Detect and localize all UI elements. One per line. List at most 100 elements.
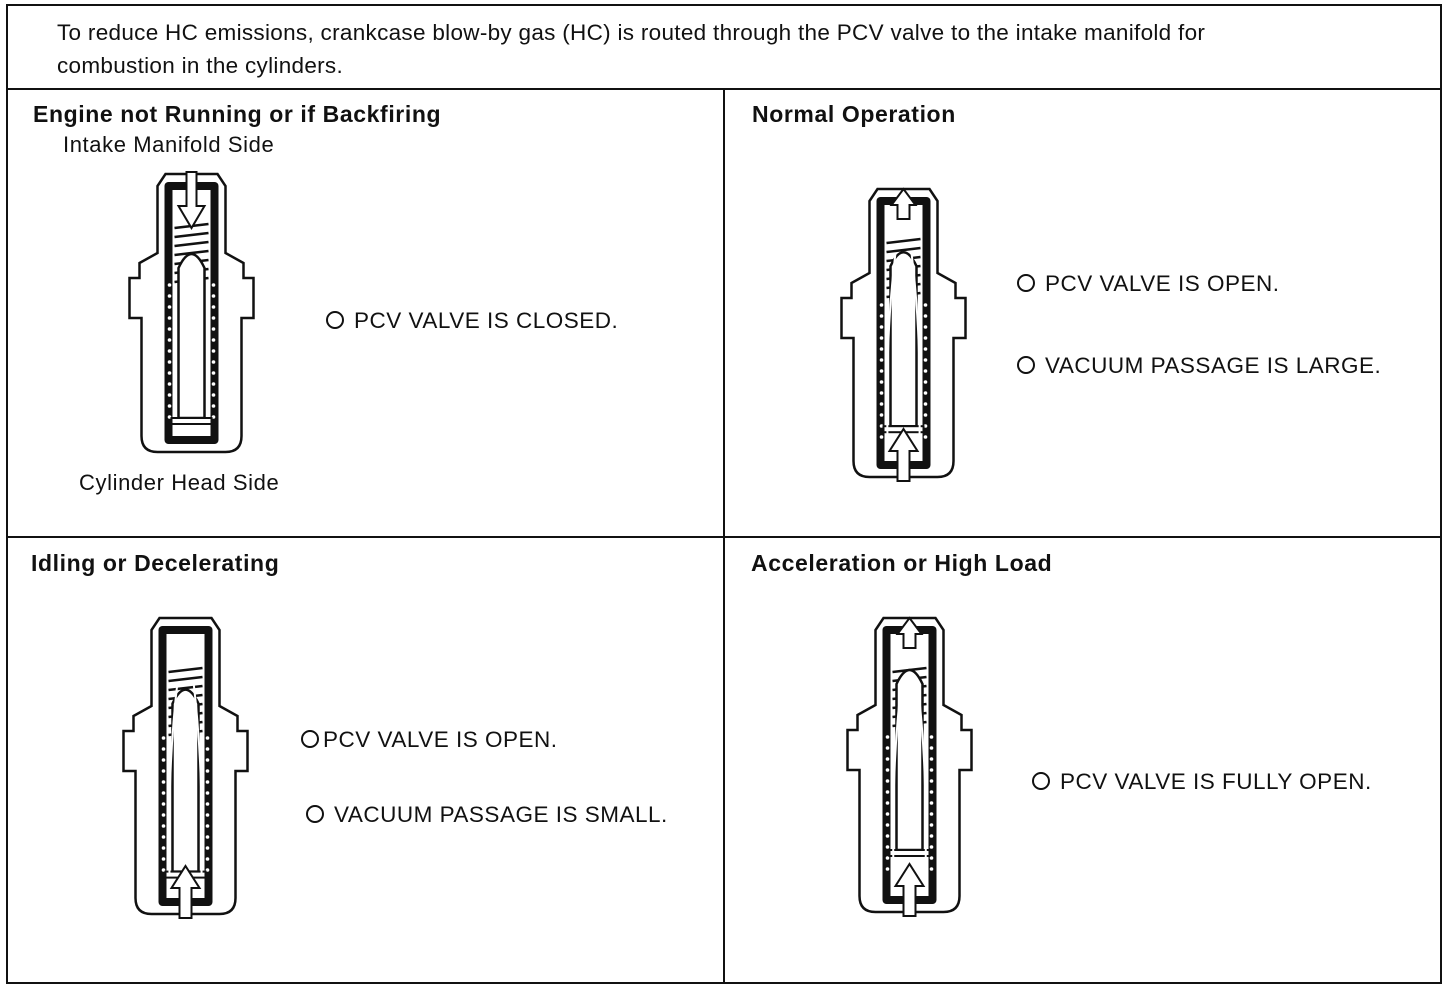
panel-title-engine-not-running: Engine not Running or if Backfiring bbox=[33, 101, 442, 127]
seal-dot bbox=[885, 812, 890, 816]
seal-dot bbox=[167, 360, 172, 364]
seal-dot bbox=[885, 735, 890, 739]
seal-dot bbox=[885, 834, 890, 838]
pcv-valve-closed-drawing bbox=[128, 171, 255, 454]
seal-dot bbox=[929, 867, 934, 871]
bullet-circle-icon bbox=[1032, 772, 1050, 790]
pcv-valve-normal-drawing bbox=[840, 187, 967, 482]
seal-dot bbox=[923, 314, 928, 318]
seal-dot bbox=[923, 413, 928, 417]
seal-dot bbox=[161, 758, 166, 762]
seal-dot bbox=[211, 360, 216, 364]
seal-dot bbox=[205, 824, 210, 828]
panel-title-normal-operation: Normal Operation bbox=[752, 101, 956, 127]
seal-dot bbox=[885, 823, 890, 827]
spring-coil bbox=[886, 237, 921, 245]
seal-dot bbox=[167, 349, 172, 353]
seal-dot bbox=[879, 380, 884, 384]
seal-dot bbox=[885, 856, 890, 860]
flow-arrow-out-icon bbox=[895, 616, 924, 649]
intro-text: To reduce HC emissions, crankcase blow-b… bbox=[57, 16, 1397, 82]
seal-dot bbox=[167, 404, 172, 408]
seal-dot bbox=[879, 358, 884, 362]
pcv-valve-idling-drawing bbox=[122, 616, 249, 919]
seal-dot bbox=[885, 801, 890, 805]
flow-arrow-up-icon bbox=[887, 427, 920, 482]
seal-dot bbox=[167, 305, 172, 309]
seal-dot bbox=[211, 382, 216, 386]
seal-dot bbox=[167, 338, 172, 342]
seal-dot bbox=[211, 294, 216, 298]
seal-dot bbox=[205, 791, 210, 795]
cylinder-head-side-label: Cylinder Head Side bbox=[79, 470, 280, 495]
seal-dot bbox=[161, 747, 166, 751]
seal-dot bbox=[161, 813, 166, 817]
spring-coil bbox=[886, 246, 921, 254]
seal-dot bbox=[929, 856, 934, 860]
seal-dot bbox=[929, 779, 934, 783]
flow-line bbox=[886, 252, 897, 439]
seal-dot bbox=[879, 435, 884, 439]
seal-dot bbox=[929, 823, 934, 827]
seal-dot bbox=[205, 813, 210, 817]
seal-dot bbox=[161, 736, 166, 740]
seal-dot bbox=[205, 857, 210, 861]
seal-dot bbox=[211, 338, 216, 342]
seal-dot bbox=[211, 415, 216, 419]
seal-dot bbox=[161, 857, 166, 861]
note-text: PCV VALVE IS CLOSED. bbox=[354, 308, 619, 333]
seal-dot bbox=[929, 845, 934, 849]
note-text: PCV VALVE IS OPEN. bbox=[1045, 271, 1280, 296]
seal-dot bbox=[167, 371, 172, 375]
note-pcv-open: PCV VALVE IS OPEN. bbox=[1017, 271, 1280, 297]
seal-dot bbox=[923, 380, 928, 384]
seal-dot bbox=[879, 402, 884, 406]
note-text: PCV VALVE IS FULLY OPEN. bbox=[1060, 769, 1372, 794]
plunger-disc bbox=[170, 417, 213, 425]
seal-dot bbox=[929, 746, 934, 750]
seal-dot bbox=[161, 780, 166, 784]
seal-dot bbox=[205, 736, 210, 740]
valve-plunger bbox=[889, 250, 918, 428]
seal-dot bbox=[885, 768, 890, 772]
note-pcv-open-idle: PCV VALVE IS OPEN. bbox=[301, 727, 558, 753]
intake-manifold-side-label: Intake Manifold Side bbox=[63, 132, 275, 157]
seal-dot bbox=[167, 316, 172, 320]
seal-dot bbox=[923, 369, 928, 373]
seal-dot bbox=[923, 347, 928, 351]
bullet-circle-icon bbox=[306, 805, 324, 823]
seal-dot bbox=[929, 768, 934, 772]
seal-dot bbox=[205, 747, 210, 751]
seal-dot bbox=[929, 757, 934, 761]
note-vacuum-large: VACUUM PASSAGE IS LARGE. bbox=[1017, 353, 1381, 379]
valve-plunger bbox=[171, 688, 200, 873]
note-vacuum-small: VACUUM PASSAGE IS SMALL. bbox=[306, 802, 668, 828]
seal-dot bbox=[923, 424, 928, 428]
seal-dot bbox=[211, 305, 216, 309]
seal-dot bbox=[211, 349, 216, 353]
flow-arrow-down-icon bbox=[176, 171, 207, 230]
seal-dot bbox=[211, 283, 216, 287]
seal-dot bbox=[929, 834, 934, 838]
seal-dot bbox=[879, 347, 884, 351]
seal-dot bbox=[885, 757, 890, 761]
seal-dot bbox=[211, 316, 216, 320]
spring-coil bbox=[174, 231, 209, 239]
note-text: PCV VALVE IS OPEN. bbox=[323, 727, 558, 752]
panel-title-idling: Idling or Decelerating bbox=[31, 550, 280, 576]
plunger-disc bbox=[888, 849, 931, 857]
flow-line bbox=[168, 681, 179, 876]
seal-dot bbox=[885, 845, 890, 849]
note-text: VACUUM PASSAGE IS SMALL. bbox=[334, 802, 668, 827]
seal-dot bbox=[923, 402, 928, 406]
spring-coil bbox=[168, 675, 203, 683]
seal-dot bbox=[879, 325, 884, 329]
seal-dot bbox=[161, 824, 166, 828]
seal-dot bbox=[167, 415, 172, 419]
note-text: VACUUM PASSAGE IS LARGE. bbox=[1045, 353, 1382, 378]
flow-line bbox=[192, 681, 203, 876]
valve-plunger bbox=[895, 668, 924, 852]
seal-dot bbox=[167, 393, 172, 397]
seal-dot bbox=[205, 802, 210, 806]
note-pcv-fully-open: PCV VALVE IS FULLY OPEN. bbox=[1032, 769, 1372, 795]
